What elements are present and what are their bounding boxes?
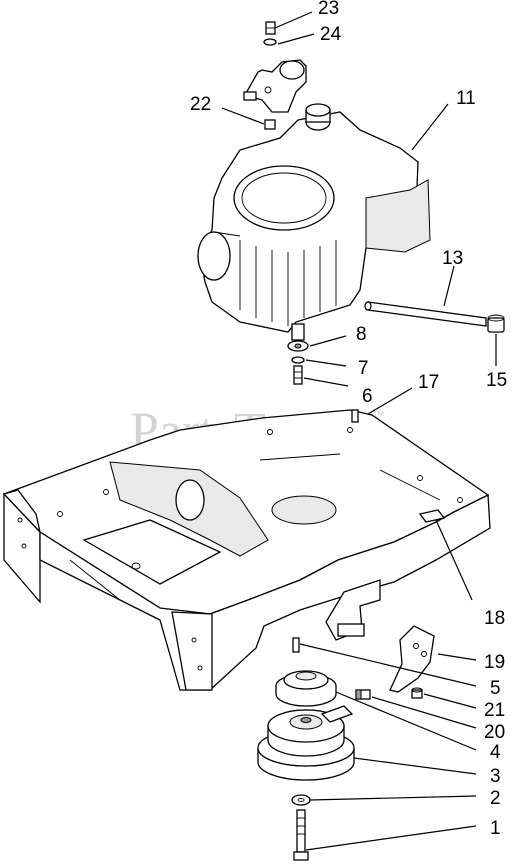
callout-5: 5 — [490, 678, 501, 699]
engine-spacer-part[interactable] — [287, 340, 309, 352]
exhaust-pipe-part[interactable] — [364, 301, 487, 327]
ignition-coil-part[interactable] — [243, 59, 307, 113]
callout-8: 8 — [356, 324, 367, 345]
clutch-bolt-part[interactable] — [293, 809, 309, 861]
callout-22: 22 — [190, 94, 211, 115]
bracket-nut-part[interactable] — [411, 687, 423, 699]
callout-23: 23 — [318, 0, 339, 19]
callout-4: 4 — [490, 742, 501, 763]
callout-7: 7 — [358, 358, 369, 379]
clutch-connector-part[interactable] — [355, 689, 371, 700]
callout-18: 18 — [484, 608, 505, 629]
callout-6: 6 — [362, 386, 373, 407]
callout-1: 1 — [490, 818, 501, 839]
engine-lockwasher-part[interactable] — [291, 356, 305, 364]
coil-washer-part[interactable] — [263, 38, 277, 46]
callout-labels: 23 24 22 11 13 8 7 6 15 17 18 19 5 21 20… — [190, 0, 507, 839]
leader-lines — [221, 11, 497, 851]
callout-2: 2 — [490, 788, 501, 809]
frame-part[interactable] — [2, 409, 491, 692]
callout-11: 11 — [456, 88, 476, 109]
pipe-coupler-part[interactable] — [487, 314, 505, 333]
coil-bolt-part[interactable] — [265, 21, 276, 35]
callout-20: 20 — [484, 722, 505, 743]
electric-clutch-part[interactable] — [257, 705, 355, 781]
clutch-washer-part[interactable] — [291, 794, 311, 806]
callout-15: 15 — [486, 370, 507, 391]
callout-13: 13 — [442, 248, 463, 269]
clutch-key-part[interactable] — [292, 637, 300, 653]
callout-24: 24 — [320, 24, 342, 45]
clutch-bracket-part[interactable] — [389, 625, 435, 693]
callout-3: 3 — [490, 766, 501, 787]
callout-19: 19 — [484, 652, 505, 673]
coil-nut-part[interactable] — [264, 119, 276, 130]
engine-mount-bolt-part[interactable] — [293, 365, 303, 385]
pulley-part[interactable] — [275, 670, 337, 707]
callout-17: 17 — [418, 372, 439, 393]
engine-part[interactable] — [197, 103, 431, 341]
callout-21: 21 — [484, 700, 505, 721]
